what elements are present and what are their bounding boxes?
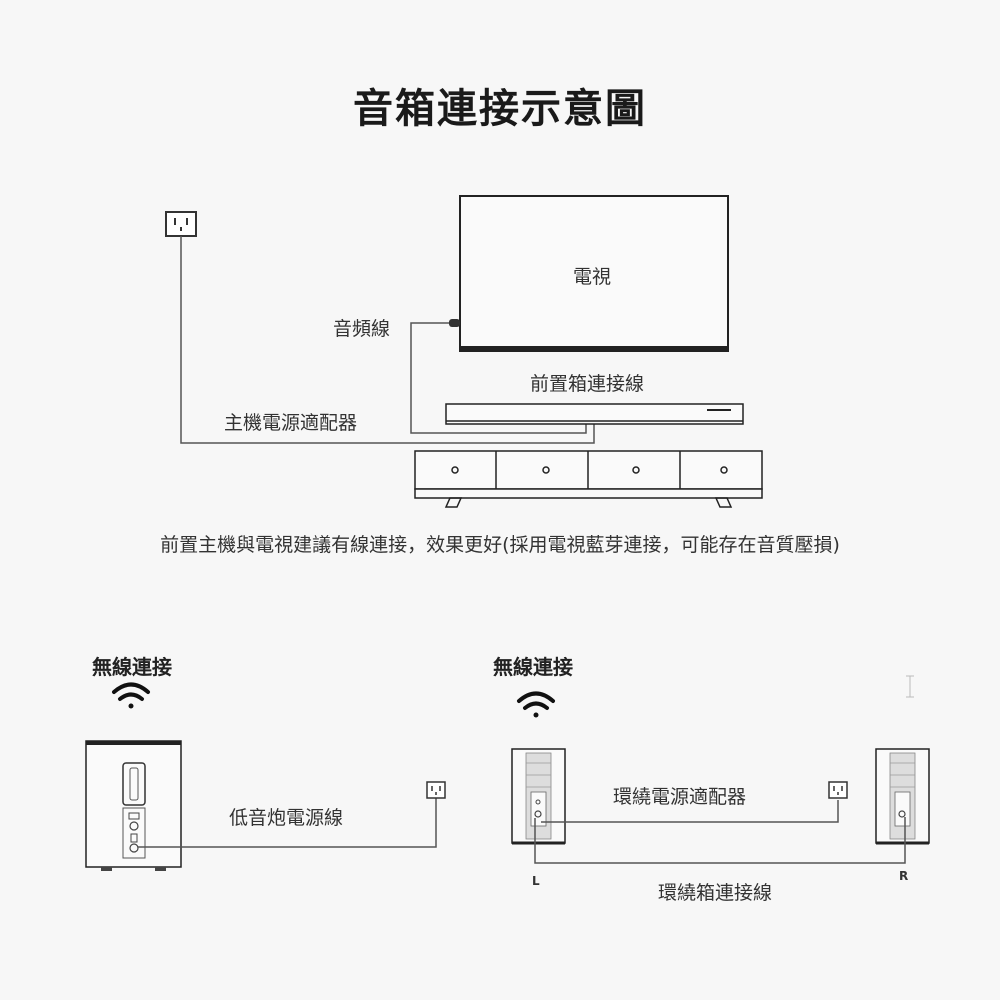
tv-cabinet [414, 450, 763, 508]
right-channel-label: R [899, 869, 909, 883]
power-outlet-icon [426, 781, 446, 799]
sub-power-label: 低音炮電源線 [229, 807, 344, 829]
surround-power-cable [541, 800, 839, 823]
wifi-icon [112, 682, 150, 709]
host-adapter-label: 主機電源適配器 [224, 412, 358, 434]
wireless-label-right: 無線連接 [493, 655, 573, 679]
page-title: 音箱連接示意圖 [353, 86, 647, 132]
tv [459, 195, 729, 352]
wifi-icon [517, 691, 555, 718]
wireless-label-left: 無線連接 [92, 655, 172, 679]
front-cable-label: 前置箱連接線 [530, 373, 645, 395]
tv-label: 電視 [573, 266, 612, 288]
power-outlet-icon [165, 211, 197, 237]
subwoofer [85, 740, 182, 871]
power-outlet-icon [828, 781, 848, 799]
surround-cable-label: 環繞箱連接線 [658, 882, 773, 904]
surround-speaker-left [511, 748, 566, 845]
host-power-cable [180, 236, 595, 444]
sub-power-cable [138, 798, 437, 848]
connection-note: 前置主機與電視建議有線連接，效果更好(採用電視藍芽連接，可能存在音質壓損) [160, 534, 840, 556]
soundbar [445, 403, 744, 425]
text-cursor-mark [906, 675, 914, 698]
surround-speaker-right [875, 748, 930, 845]
surround-adapter-label: 環繞電源適配器 [613, 786, 747, 808]
surround-speaker-cable [534, 817, 906, 864]
audio-cable-label: 音頻線 [333, 318, 391, 340]
audio-cable [410, 322, 587, 434]
audio-cable-plug [449, 319, 460, 327]
left-channel-label: L [532, 874, 540, 888]
